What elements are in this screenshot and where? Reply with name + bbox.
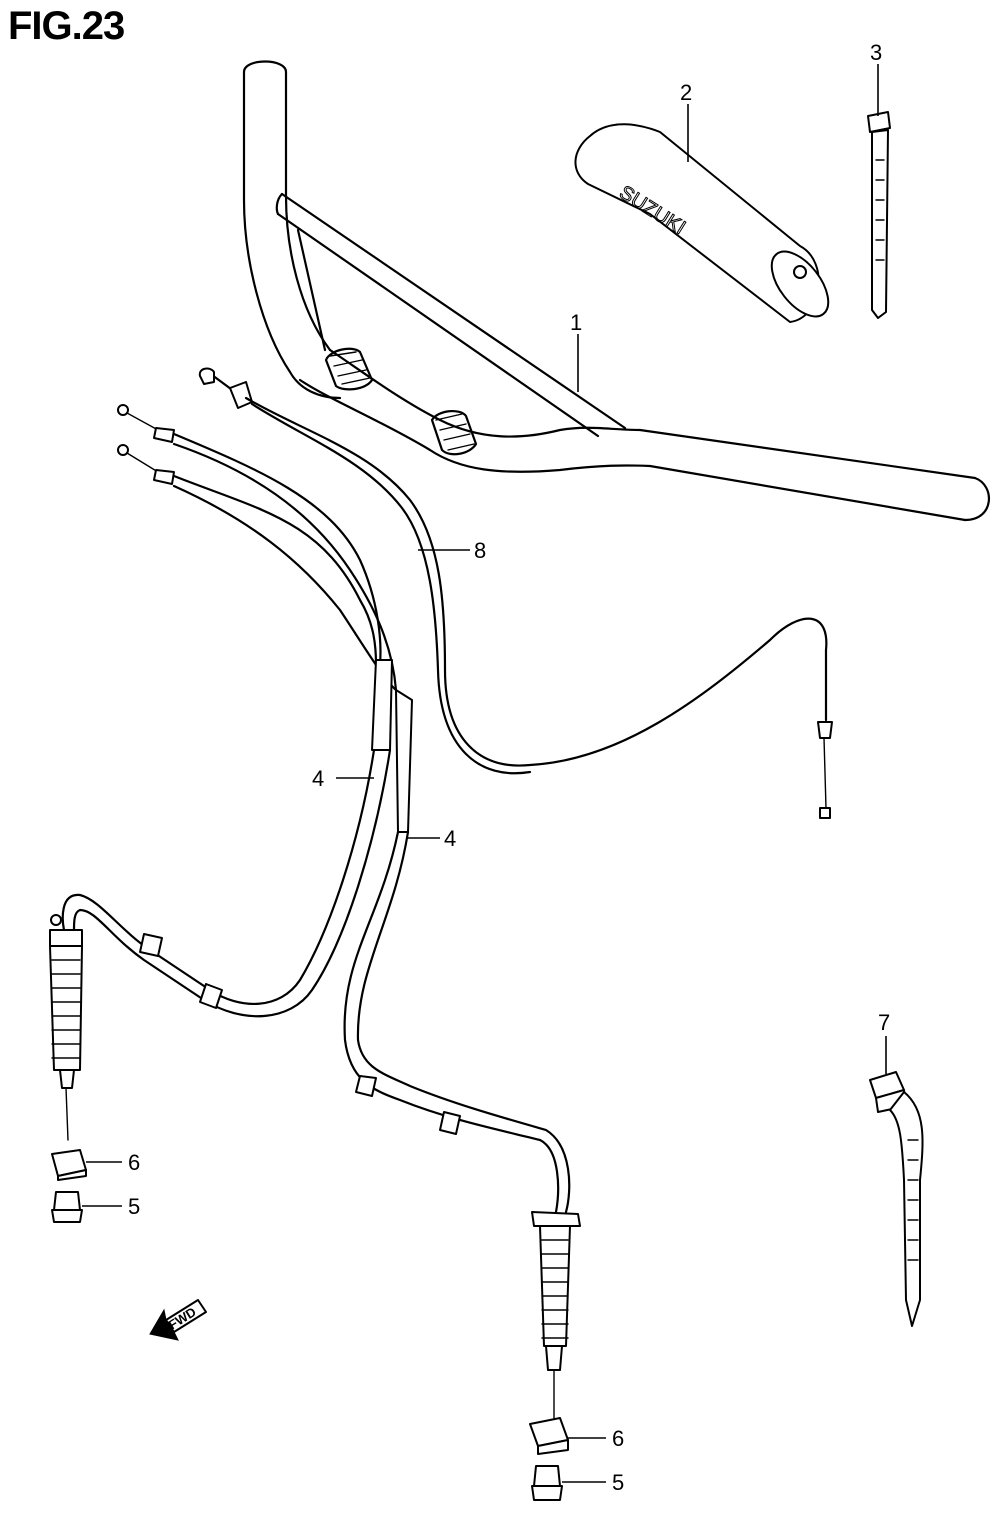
- handlebar: [242, 60, 990, 522]
- callout-6b: 6: [612, 1426, 624, 1451]
- forward-arrow: FWD: [149, 1299, 207, 1341]
- adjuster-nut-left: [51, 1149, 87, 1181]
- lower-cable-right: [343, 830, 581, 1425]
- locknut-right: [531, 1465, 563, 1501]
- callout-8: 8: [474, 538, 486, 563]
- callout-5b: 5: [612, 1470, 624, 1495]
- leader-lines: [82, 64, 887, 1483]
- callout-4a: 4: [312, 766, 324, 791]
- callouts: 1 2 3 4 4 5 5 6 6 7 8: [128, 40, 890, 1495]
- callout-6a: 6: [128, 1150, 140, 1175]
- knurl-left: [324, 347, 374, 391]
- callout-5a: 5: [128, 1194, 140, 1219]
- locknut-left: [51, 1191, 83, 1223]
- control-cables: [117, 404, 413, 833]
- throttle-cable: [198, 367, 833, 819]
- lower-cable-left: [49, 748, 392, 1141]
- callout-7: 7: [878, 1010, 890, 1035]
- knurl-right: [430, 410, 478, 456]
- callout-2: 2: [680, 80, 692, 105]
- callout-1: 1: [570, 310, 582, 335]
- callout-4b: 4: [444, 826, 456, 851]
- tie-strap-small: [867, 111, 891, 319]
- adjuster-nut-right: [529, 1417, 569, 1455]
- clamp-strap: [869, 1071, 924, 1327]
- figure-title: FIG.23: [8, 4, 125, 48]
- callout-3: 3: [870, 40, 882, 65]
- handlebar-pad: SUZUKI: [574, 123, 830, 323]
